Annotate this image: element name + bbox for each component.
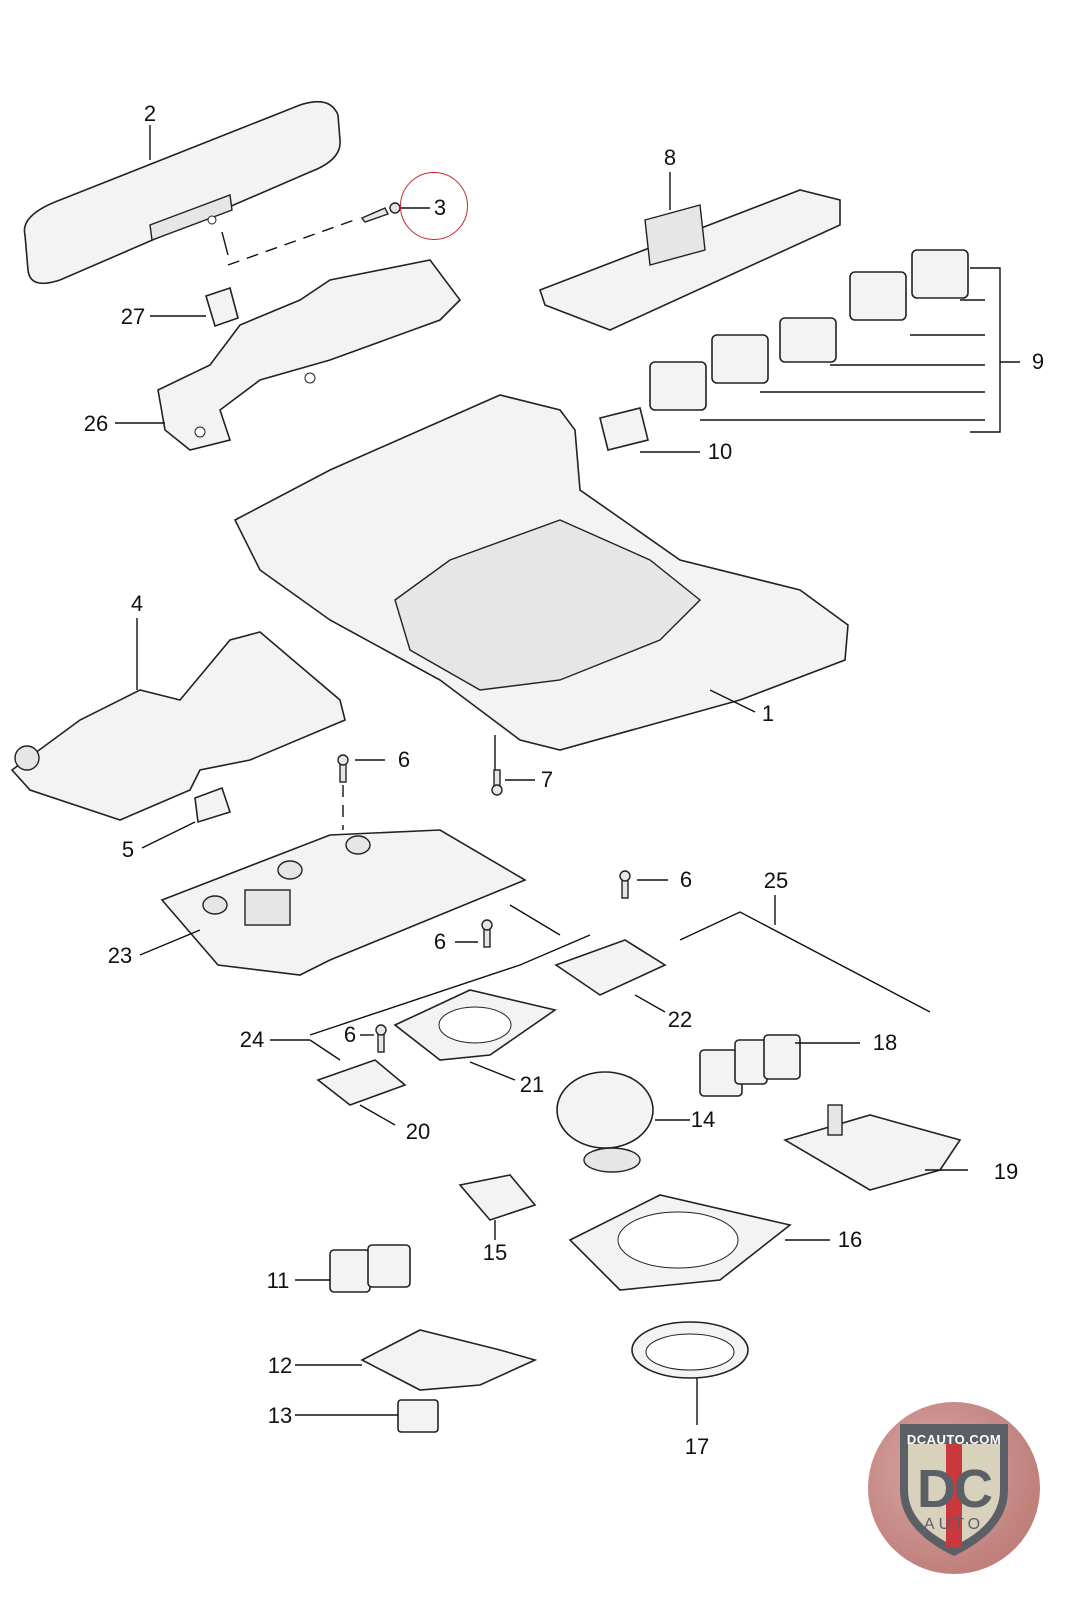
part-23-board [139, 829, 527, 976]
callout-14: 14 [690, 1107, 716, 1132]
callout-6: 6 [679, 867, 693, 892]
callout-10: 10 [707, 439, 733, 464]
part-22-board [554, 939, 667, 1013]
part-7-screw [491, 769, 535, 796]
callout-26: 26 [83, 411, 109, 436]
part-9-switches [649, 249, 1020, 433]
part-13-button [295, 1399, 439, 1433]
callout-13: 13 [267, 1403, 293, 1428]
callout-21: 21 [519, 1072, 545, 1097]
callout-7: 7 [540, 767, 554, 792]
logo-site-text: DCAUTO.COM [906, 1432, 1002, 1447]
callout-18: 18 [872, 1030, 898, 1055]
callout-19: 19 [993, 1159, 1019, 1184]
callout-16: 16 [837, 1227, 863, 1252]
part-15-clip [458, 1174, 537, 1240]
part-1-housing [233, 394, 849, 775]
part-25-wire [679, 895, 931, 1013]
part-5-clip [141, 786, 232, 849]
part-17-ring [631, 1321, 749, 1425]
callout-6: 6 [397, 747, 411, 772]
callout-4: 4 [130, 591, 144, 616]
part-10-button [599, 407, 700, 453]
callout-23: 23 [107, 943, 133, 968]
dcauto-logo-watermark: DCAUTO.COM DC AUTO [868, 1402, 1040, 1574]
part-14-lamp [556, 1071, 690, 1173]
callout-15: 15 [482, 1240, 508, 1265]
part-2-mirror [23, 100, 361, 285]
callout-17: 17 [684, 1434, 710, 1459]
callout-27: 27 [120, 304, 146, 329]
part-24-wire [270, 904, 591, 1061]
part-19-base [783, 1104, 968, 1191]
callout-12: 12 [267, 1353, 293, 1378]
callout-6: 6 [433, 929, 447, 954]
callout-1: 1 [761, 701, 775, 726]
callout-5: 5 [121, 837, 135, 862]
part-8-panel [538, 172, 841, 331]
part-6-screws [337, 754, 668, 1053]
part-11-switch [295, 1244, 411, 1293]
callout-22: 22 [667, 1007, 693, 1032]
callout-3[interactable]: 3 [433, 195, 447, 220]
logo-brand-text: DC [917, 1459, 993, 1519]
part-21-plate [393, 989, 557, 1081]
shield-icon [900, 1424, 1008, 1556]
logo-sub-text: AUTO [923, 1516, 985, 1533]
part-12-base [295, 1329, 538, 1391]
callout-11: 11 [266, 1268, 290, 1293]
callout-8: 8 [663, 145, 677, 170]
part-20-board [316, 1059, 407, 1126]
part-4-cover [10, 618, 346, 821]
part-18-switches [699, 1034, 860, 1097]
callout-2: 2 [143, 101, 157, 126]
callout-25: 25 [763, 868, 789, 893]
highlight-circle-part-3 [400, 172, 468, 240]
callout-6: 6 [343, 1022, 357, 1047]
callout-20: 20 [405, 1119, 431, 1144]
callout-9: 9 [1031, 349, 1045, 374]
part-26-27-bracket [115, 259, 462, 451]
part-16-bezel [568, 1194, 830, 1291]
callout-24: 24 [239, 1027, 265, 1052]
